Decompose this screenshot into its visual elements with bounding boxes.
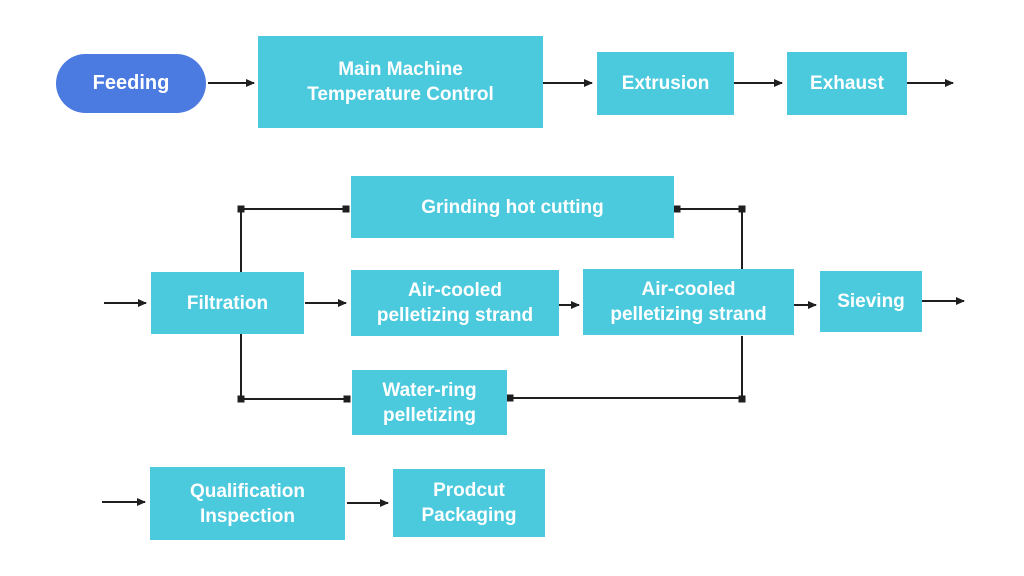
connector-dot xyxy=(673,205,681,213)
node-qualification-inspection: Qualification Inspection xyxy=(150,467,345,540)
connector-dot xyxy=(738,395,746,403)
connector-dot xyxy=(506,394,514,402)
node-sieving: Sieving xyxy=(820,271,922,332)
node-extrusion: Extrusion xyxy=(597,52,734,115)
elbow-filtration-to-water-ring xyxy=(240,334,350,400)
node-filtration: Filtration xyxy=(151,272,304,334)
node-grinding-hot-cutting: Grinding hot cutting xyxy=(351,176,674,238)
connector-dot xyxy=(237,395,245,403)
node-prodcut-packaging: Prodcut Packaging xyxy=(393,469,545,537)
elbow-grinding-to-air-cooled-2 xyxy=(675,208,743,269)
elbow-filtration-to-grinding xyxy=(240,208,348,272)
node-air-cooled-pelletizing-strand-1: Air-cooled pelletizing strand xyxy=(351,270,559,336)
connector-dot xyxy=(342,205,350,213)
connector-dot xyxy=(237,205,245,213)
node-feeding: Feeding xyxy=(56,54,206,113)
node-exhaust: Exhaust xyxy=(787,52,907,115)
connector-dot xyxy=(738,205,746,213)
connector-dot xyxy=(343,395,351,403)
node-main-machine-temperature-control: Main Machine Temperature Control xyxy=(258,36,543,128)
elbow-water-ring-to-air-cooled-2 xyxy=(508,336,743,399)
node-air-cooled-pelletizing-strand-2: Air-cooled pelletizing strand xyxy=(583,269,794,335)
node-water-ring-pelletizing: Water-ring pelletizing xyxy=(352,370,507,435)
